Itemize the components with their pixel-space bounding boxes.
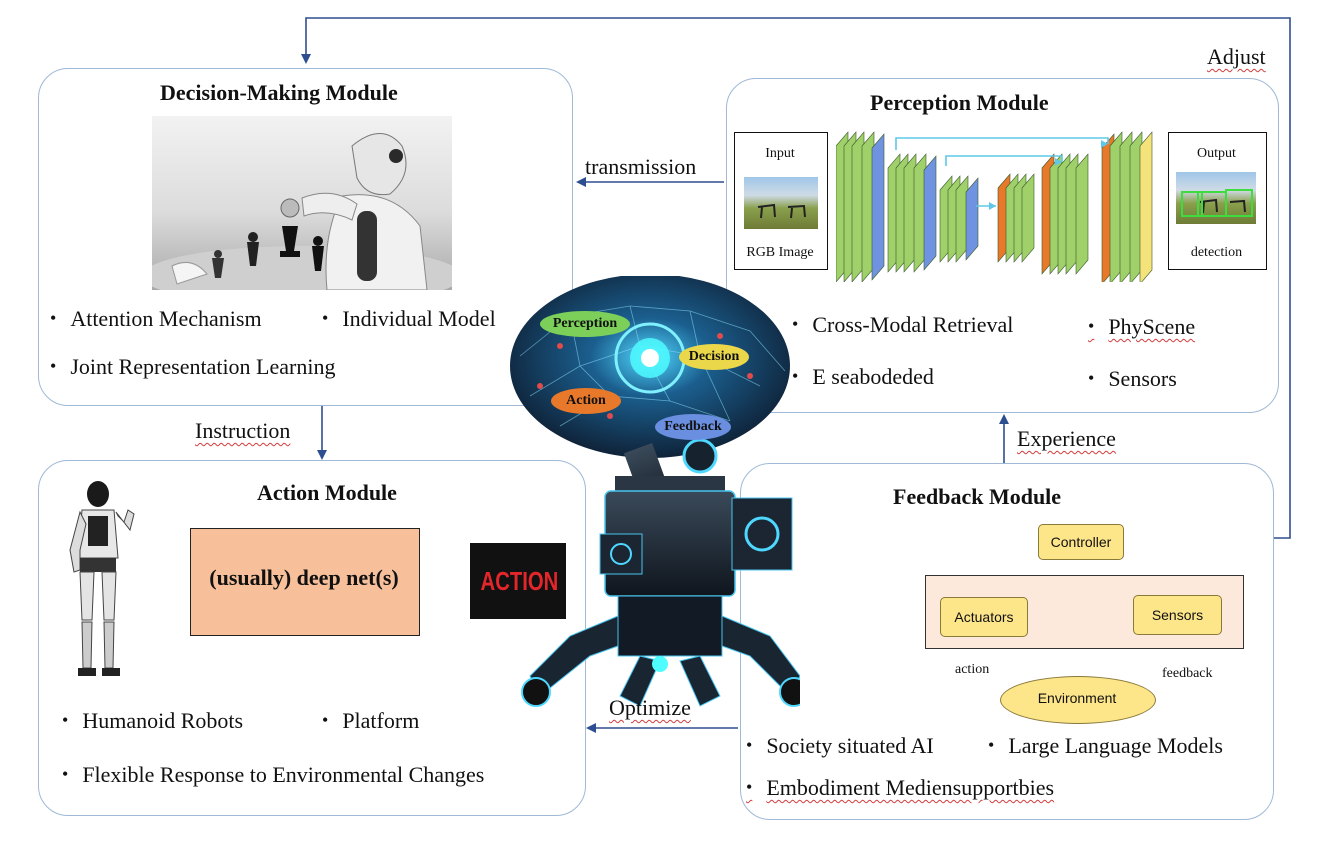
decision-bullet-joint-representation: Joint Representation Learning <box>50 354 335 380</box>
output-caption: detection <box>1190 245 1243 260</box>
sensors-node: Sensors <box>1133 595 1222 635</box>
decision-bullet-individual-model: Individual Model <box>322 306 495 332</box>
cnn-skip-1-head <box>1101 140 1108 148</box>
actuators-node: Actuators <box>940 597 1028 637</box>
feedback-edge-label: feedback <box>1162 666 1213 681</box>
action-sign-image <box>470 543 566 619</box>
cnn-skip-1 <box>895 137 1109 150</box>
perception-bullet-embedded-text: E seabodeded <box>812 364 934 389</box>
action-bullet-flexible: Flexible Response to Environmental Chang… <box>62 762 484 788</box>
feedback-module-title: Feedback Module <box>893 484 1062 509</box>
input-caption: RGB Image <box>746 245 814 260</box>
input-label: Input <box>765 146 795 161</box>
brain-tag-feedback: Feedback <box>655 414 731 440</box>
humanoid-robot-image <box>58 480 140 682</box>
cnn-layer-9 <box>923 155 937 271</box>
perception-bullet-cross-modal: Cross-Modal Retrieval <box>792 312 1013 338</box>
feedback-bullet-embodiment: Embodiment Mediensupportbies <box>746 775 1054 801</box>
experience-label: Experience <box>1017 426 1116 451</box>
decision-module-title: Decision-Making Module <box>160 80 398 105</box>
cnn-layer-4 <box>871 133 885 281</box>
action-bullet-platform: Platform <box>322 708 419 734</box>
perception-module-title: Perception Module <box>870 90 1049 115</box>
instruction-label: Instruction <box>195 418 291 443</box>
deep-net-label: (usually) deep net(s) <box>209 565 399 590</box>
brain-tag-perception: Perception <box>540 311 630 337</box>
transmission-label: transmission <box>585 154 697 179</box>
cnn-skip-2 <box>945 155 1063 166</box>
cnn-skip-2-head <box>1055 158 1062 166</box>
deep-net-box <box>190 528 420 636</box>
action-sign-text: ACTION <box>480 566 559 596</box>
cnn-layer-13 <box>965 177 979 261</box>
cnn-layer-22 <box>1075 153 1089 275</box>
action-module-title: Action Module <box>257 480 397 505</box>
brain-tag-decision: Decision <box>679 344 749 370</box>
cnn-skip-3-head <box>989 202 996 210</box>
controller-node: Controller <box>1038 524 1124 560</box>
adjust-label: Adjust <box>1207 44 1266 69</box>
adjust-arrow <box>301 17 1291 539</box>
feedback-bullet-llm: Large Language Models <box>988 733 1223 759</box>
action-edge-label: action <box>955 662 990 677</box>
output-label: Output <box>1197 146 1236 161</box>
rgb-input-thumbnail <box>744 177 818 229</box>
perception-bullet-embedded: E seabodeded <box>792 364 934 390</box>
action-bullet-humanoid: Humanoid Robots <box>62 708 243 734</box>
brain-tag-action: Action <box>551 388 621 414</box>
cnn-layer-17 <box>1021 173 1035 263</box>
environment-label: Environment <box>1037 690 1117 706</box>
perception-bullet-physcene: PhyScene <box>1088 314 1195 340</box>
detection-output-thumbnail <box>1176 172 1256 224</box>
feedback-bullet-society-ai: Society situated AI <box>746 733 933 759</box>
central-robot-illustration <box>500 276 800 716</box>
optimize-label: Optimize <box>609 695 691 720</box>
decision-bullet-attention: Attention Mechanism <box>50 306 261 332</box>
chess-robot-image <box>152 116 452 290</box>
cnn-layer-27 <box>1139 131 1153 282</box>
perception-bullet-sensors: Sensors <box>1088 366 1176 392</box>
environment-node <box>1000 676 1156 724</box>
cnn-architecture-diagram <box>836 122 1166 282</box>
